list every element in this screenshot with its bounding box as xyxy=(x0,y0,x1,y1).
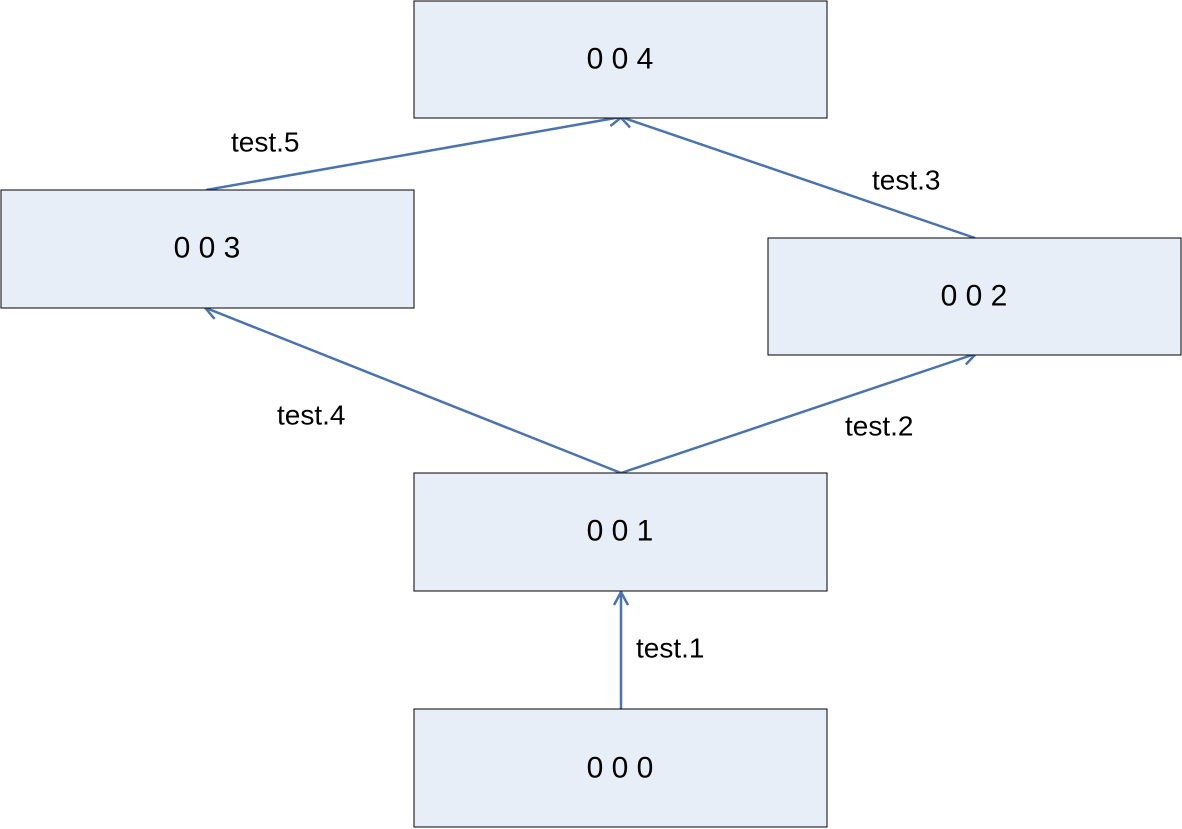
node-004: 0 0 4 xyxy=(413,0,828,119)
node-label: 0 0 1 xyxy=(587,515,654,548)
node-002: 0 0 2 xyxy=(767,237,1182,356)
node-003: 0 0 3 xyxy=(0,189,415,309)
edge-label-test-3: test.3 xyxy=(872,165,940,196)
edge-labels: test.1 test.2 test.3 test.4 test.5 xyxy=(231,127,940,664)
node-label: 0 0 0 xyxy=(587,752,654,785)
node-label: 0 0 4 xyxy=(587,43,654,76)
edge-test-3 xyxy=(621,117,976,240)
edge-label-test-2: test.2 xyxy=(845,411,913,442)
edge-label-test-4: test.4 xyxy=(277,400,345,431)
edge-label-test-1: test.1 xyxy=(636,633,704,664)
edge-test-5 xyxy=(205,117,621,192)
node-label: 0 0 2 xyxy=(941,280,1008,313)
node-000: 0 0 0 xyxy=(413,708,828,828)
edge-test-2 xyxy=(620,354,975,475)
edge-test-4 xyxy=(206,308,622,475)
edge-label-test-5: test.5 xyxy=(231,127,299,158)
edges xyxy=(206,117,975,709)
node-001: 0 0 1 xyxy=(413,472,828,592)
node-label: 0 0 3 xyxy=(174,232,241,265)
